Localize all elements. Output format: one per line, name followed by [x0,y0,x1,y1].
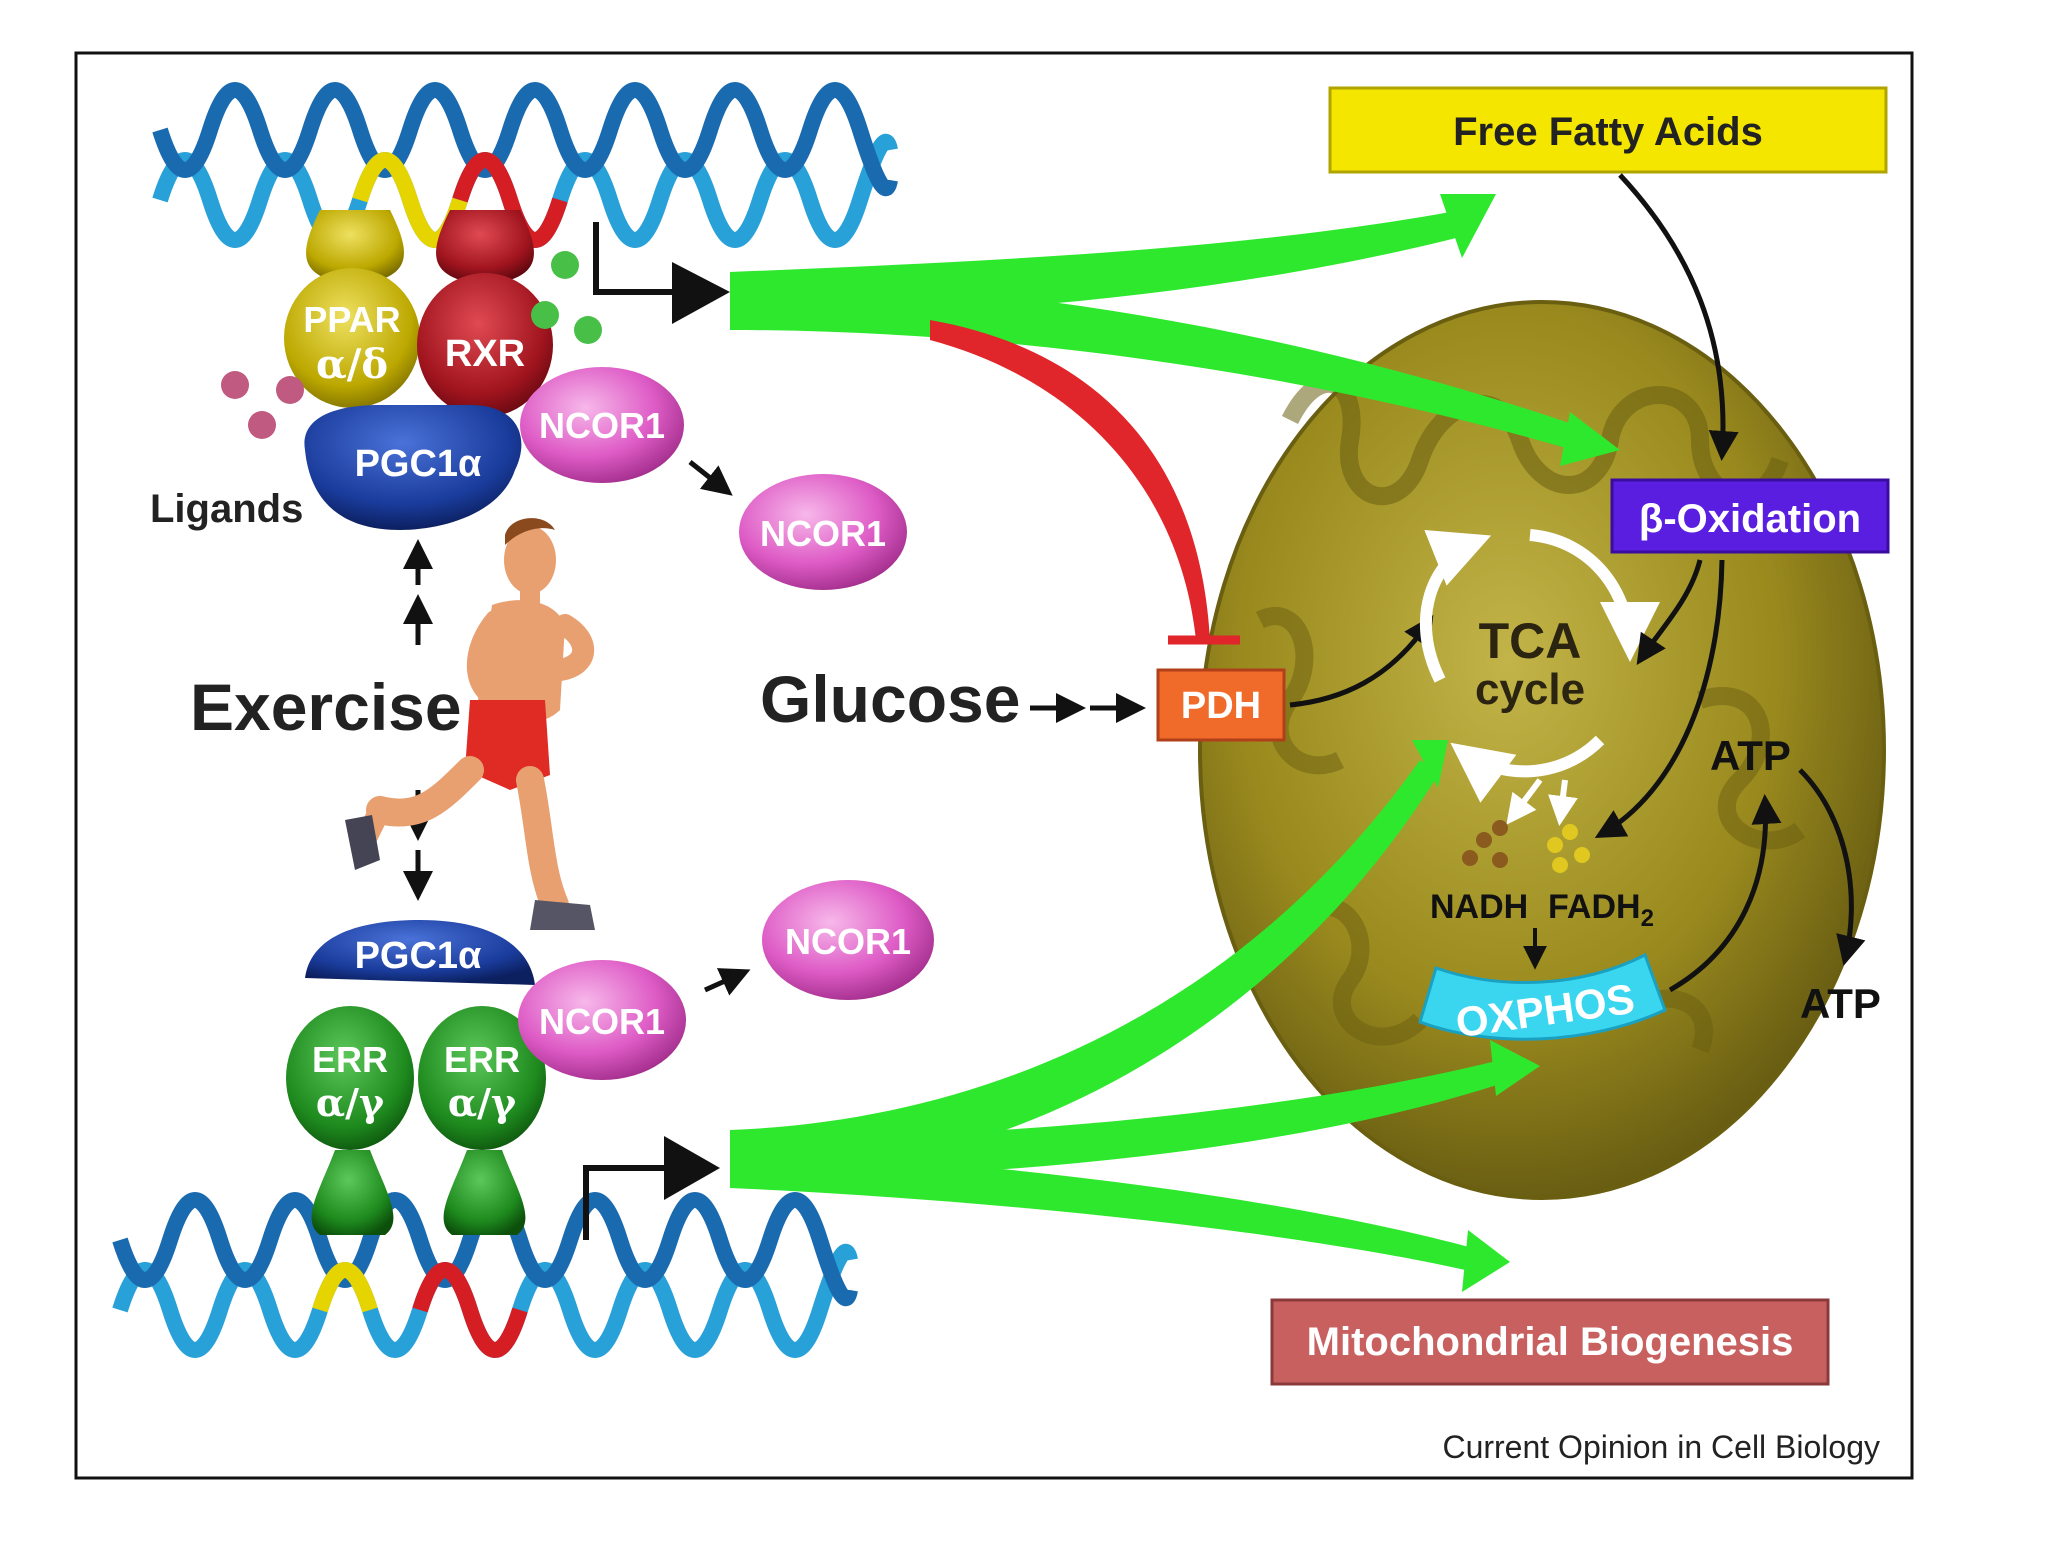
tca-label-line1: TCA [1479,613,1582,669]
transcription-arrow-bottom [583,1136,720,1240]
free-fatty-acids-box [1328,86,1888,174]
tca-cycle-arrows [1420,529,1660,826]
err1-subtype-label: α/γ [316,1080,385,1125]
ncor1-top-bound [520,367,684,483]
rxr-label: RXR [445,333,525,375]
ncor1-release-arrow-bottom [703,968,751,996]
err1-protein [286,1006,414,1150]
runner-illustration [345,518,595,930]
pdh-inhibition [930,320,1240,645]
pdh-to-tca-arrow [1289,615,1434,708]
green-arrows-bottom [730,740,1540,1292]
ppar-protein [284,268,420,408]
transcription-arrow-top [593,222,730,324]
beta-to-tca-arrow [1636,559,1703,665]
free-fatty-acids-label: Free Fatty Acids [1453,110,1763,154]
err-complex: PGC1α ERR α/γ ERR α/γ NCOR1 [286,920,686,1235]
electron-carrier-dots [1462,820,1590,873]
err1-stem [311,1150,394,1235]
err2-protein [418,1006,546,1150]
beta-to-fadh-arrow [1594,559,1725,838]
exercise-label: Exercise [190,670,462,744]
atp-inside-label: ATP [1710,732,1791,779]
err2-stem [443,1150,526,1235]
ncor1-top-bound-label: NCOR1 [539,405,665,446]
beta-oxidation-box [1610,478,1890,554]
ffa-to-beta-arrow [1618,173,1739,461]
oxphos-box [1418,952,1667,1041]
mitochondrial-biogenesis-label: Mitochondrial Biogenesis [1307,1320,1794,1364]
pgc1a-bottom-protein [305,920,535,985]
err2-subtype-label: α/γ [448,1080,517,1125]
pgc1a-bottom-label: PGC1α [355,935,482,977]
mitochondrial-biogenesis-box [1270,1298,1830,1386]
source-credit: Current Opinion in Cell Biology [1442,1429,1880,1465]
ncor1-top-free [739,474,907,590]
ncor1-bottom-free [762,880,934,1000]
ligand-molecules [221,251,602,439]
beta-oxidation-label: β-Oxidation [1639,497,1861,541]
ppar-label: PPAR [303,299,400,340]
ncor1-top-free-label: NCOR1 [760,513,886,554]
pdh-label: PDH [1181,685,1261,727]
ncor1-bottom-bound-label: NCOR1 [539,1001,665,1042]
rxr-stem [436,210,534,280]
atp-export-arrow [1798,768,1866,966]
pgc1a-top-protein [304,405,522,530]
ligands-label: Ligands [150,487,303,531]
err1-label: ERR [312,1039,388,1080]
rxr-protein [417,273,553,417]
ppar-subtype-label: α/δ [316,341,388,388]
oxphos-to-atp-arrow [1668,794,1782,993]
ncor1-bottom-bound [518,960,686,1080]
ppar-rxr-complex: PPAR α/δ RXR PGC1α NCOR1 [284,210,684,530]
ncor1-release-arrow-top [688,460,733,496]
fadh-label-main: FADH [1548,888,1641,926]
tca-label-line2: cycle [1475,665,1585,714]
ncor1-bottom-free-label: NCOR1 [785,921,911,962]
pgc1a-top-label: PGC1α [355,443,482,485]
glucose-label: Glucose [760,662,1020,736]
err2-label: ERR [444,1039,520,1080]
nadh-label: NADH [1430,888,1528,926]
ppar-stem [306,210,404,280]
atp-outside-label: ATP [1800,980,1881,1027]
pdh-box [1156,668,1286,742]
fadh-label-subscript: 2 [1641,905,1654,932]
fadh-label: FADH2 [1548,888,1654,932]
